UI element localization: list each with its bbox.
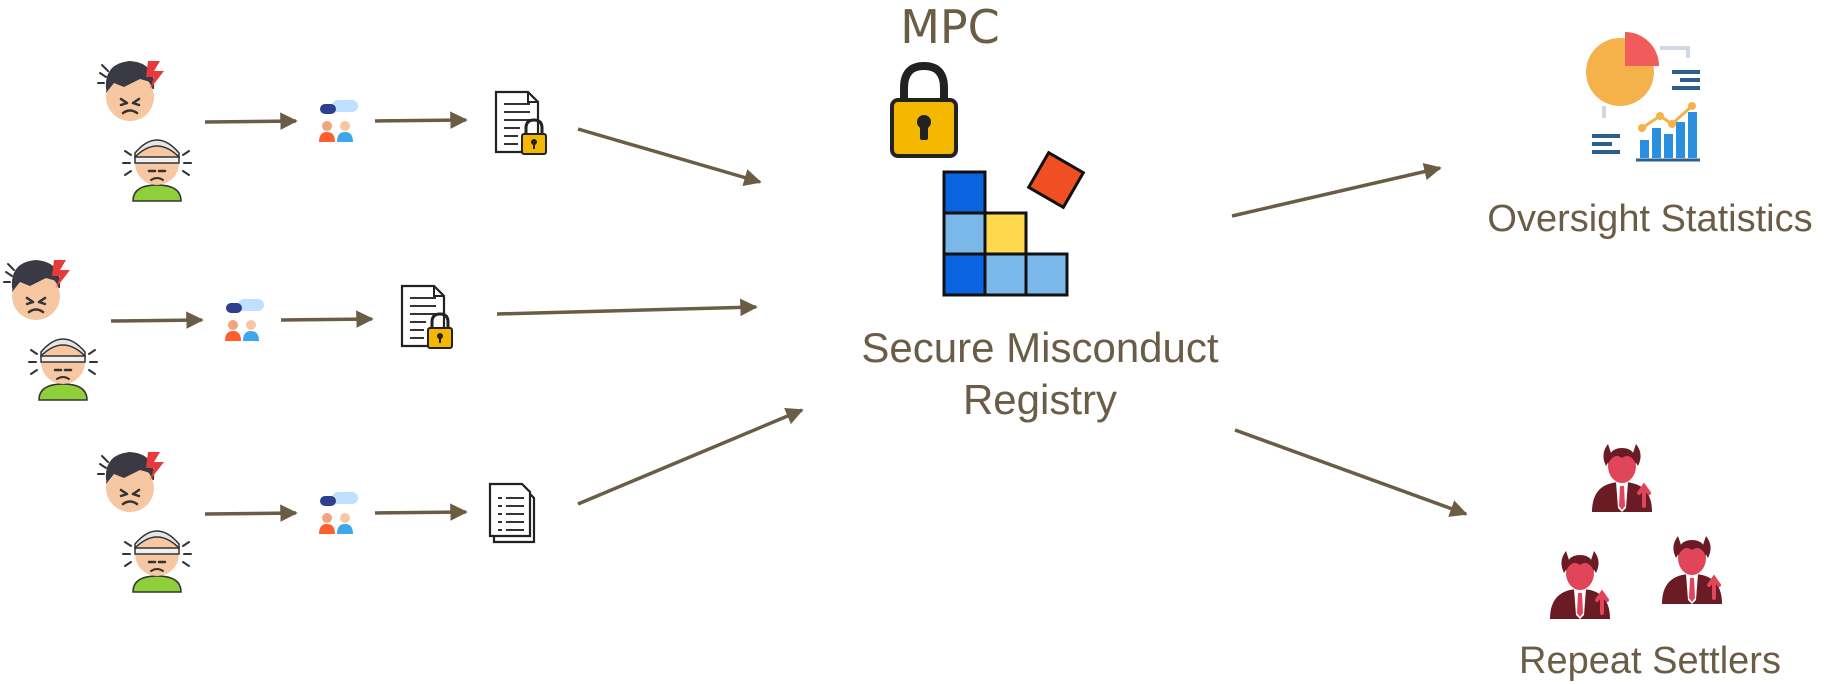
document-icon	[488, 482, 536, 544]
arrow-registry-to-statistics	[1231, 163, 1442, 218]
people-discussion-icon	[225, 299, 264, 341]
locked-document-icon	[494, 90, 548, 156]
group-3	[96, 408, 804, 594]
pained-face-icon	[2, 258, 72, 322]
pained-face-icon	[96, 450, 166, 514]
injured-person-icon	[121, 529, 193, 594]
registry-label: Secure Misconduct Registry	[840, 322, 1240, 426]
injured-person-icon	[121, 138, 193, 203]
statistics-dashboard-icon	[1586, 32, 1700, 162]
arrow-victims-to-discussion	[110, 311, 204, 329]
people-discussion-icon	[319, 492, 358, 534]
arrow-document-to-registry	[577, 408, 804, 506]
arrow-discussion-to-document	[374, 503, 468, 521]
arrow-discussion-to-document	[280, 310, 374, 328]
group-1	[96, 59, 762, 203]
arrow-discussion-to-document	[374, 111, 468, 129]
people-discussion-icon	[319, 100, 358, 142]
devil-businessman-icon	[1660, 534, 1724, 606]
mpc-label: MPC	[900, 0, 1000, 54]
injured-person-icon	[27, 337, 99, 402]
arrow-victims-to-discussion	[204, 112, 298, 130]
arrow-document-to-registry	[577, 127, 762, 186]
arrow-victims-to-discussion	[204, 504, 298, 522]
locked-document-icon	[400, 284, 454, 350]
group-2	[2, 258, 758, 402]
stacked-blocks-icon	[942, 150, 1086, 297]
pained-face-icon	[96, 59, 166, 123]
oversight-statistics-label: Oversight Statistics	[1487, 198, 1813, 240]
arrow-document-to-registry	[496, 298, 758, 317]
devil-businessman-icon	[1548, 549, 1612, 621]
padlock-icon	[890, 61, 958, 158]
arrow-registry-to-settlers	[1234, 428, 1468, 517]
devil-businessman-icon	[1590, 442, 1654, 514]
registry-label-line2: Registry	[962, 376, 1118, 423]
repeat-settlers-label: Repeat Settlers	[1519, 640, 1781, 682]
registry-label-line1: Secure Misconduct	[861, 324, 1219, 371]
